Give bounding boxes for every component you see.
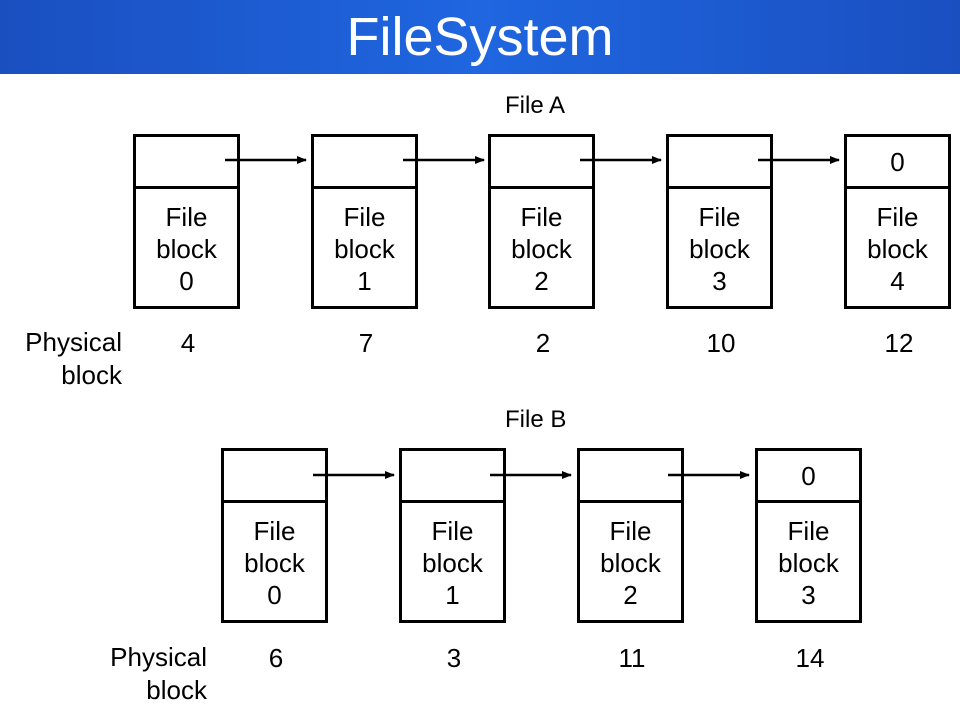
file-b-title: File B bbox=[505, 406, 567, 433]
pointer-cell bbox=[136, 137, 237, 189]
pointer-cell bbox=[580, 451, 681, 503]
pointer-cell: 0 bbox=[847, 137, 948, 189]
physical-block-number: 14 bbox=[795, 643, 825, 673]
pointer-cell bbox=[402, 451, 503, 503]
physical-block-number: 10 bbox=[706, 328, 736, 358]
null-pointer: 0 bbox=[801, 461, 816, 491]
null-pointer: 0 bbox=[890, 147, 905, 177]
physical-block-number: 6 bbox=[268, 643, 284, 673]
physical-block-number: 2 bbox=[535, 328, 551, 358]
physical-block-number: 4 bbox=[180, 328, 196, 358]
pointer-cell: 0 bbox=[758, 451, 859, 503]
physical-block-number: 12 bbox=[884, 328, 914, 358]
physical-block-number: 3 bbox=[446, 643, 462, 673]
slide-title: FileSystem bbox=[346, 7, 614, 67]
pointer-cell bbox=[669, 137, 770, 189]
physical-block-number: 7 bbox=[358, 328, 374, 358]
pointer-cell bbox=[491, 137, 592, 189]
pointer-cell bbox=[224, 451, 325, 503]
file-a-title: File A bbox=[505, 92, 566, 119]
title-banner: FileSystem bbox=[0, 0, 960, 74]
physical-block-number: 11 bbox=[618, 643, 646, 673]
pointer-cell bbox=[314, 137, 415, 189]
